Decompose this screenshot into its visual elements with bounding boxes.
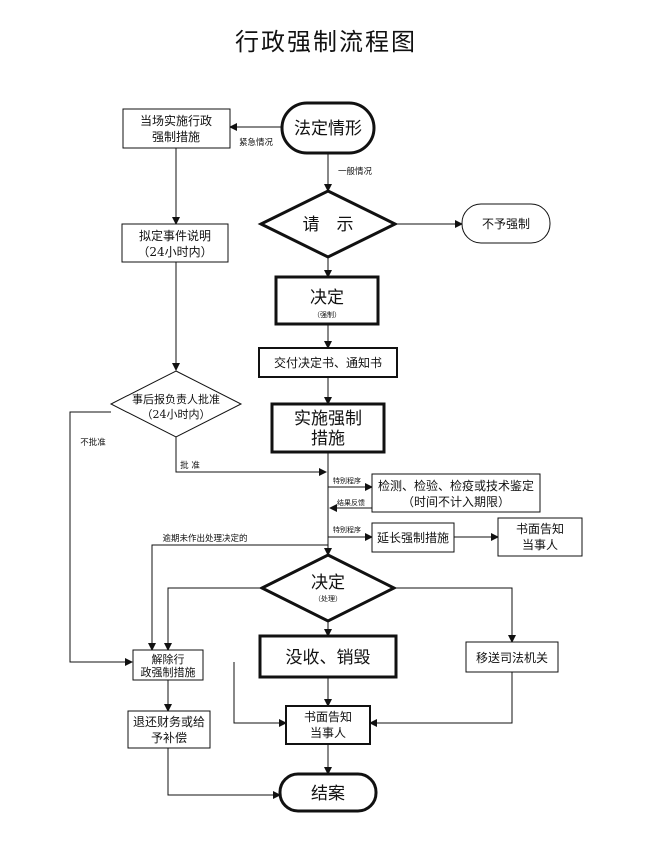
request-label: 请 示 [303, 215, 354, 235]
report-label-line2: （24小时内） [142, 407, 211, 421]
lift-label-line1: 解除行 [152, 652, 185, 666]
confiscate-label: 没收、销毁 [286, 648, 371, 668]
label-overdue: 逾期未作出处理决定的 [162, 533, 247, 544]
label-urgent: 紧急情况 [239, 137, 274, 148]
arrow-decide2-to-lift [164, 587, 262, 651]
onsite-label-line2: 强制措施 [152, 130, 200, 144]
explain-label-line2: （24小时内） [137, 245, 212, 259]
start-node [280, 101, 376, 155]
label-not-approved: 不批准 [80, 437, 106, 448]
inspect-label-line2: （时间不计入期限） [402, 495, 510, 509]
end-node [278, 772, 378, 813]
lift-label-line2: 政强制措施 [141, 665, 196, 679]
label-special-1: 特别程序 [333, 476, 361, 485]
no-enforce-node [461, 203, 551, 244]
notify-party-box [497, 517, 583, 557]
inspect-label-line1: 检测、检验、检疫或技术鉴定 [378, 478, 534, 493]
label-general: 一般情况 [338, 166, 373, 177]
decide-handle-sub: （处理） [314, 594, 342, 603]
notify-party-line1: 书面告知 [516, 522, 564, 536]
refund-label-line2: 予补偿 [151, 730, 187, 745]
decide-enforce-label: 决定 [310, 288, 344, 308]
notify-party-line2: 当事人 [522, 538, 558, 552]
connectors [69, 123, 516, 799]
arrow-decide2-to-transfer [394, 587, 516, 643]
arrow-overdue [148, 544, 328, 651]
request-diamond [257, 189, 399, 259]
notify-final-line2: 当事人 [310, 726, 346, 740]
deliver-box [258, 347, 398, 378]
explain-label-line1: 拟定事件说明 [139, 228, 211, 243]
refund-box [127, 710, 211, 749]
report-diamond [109, 370, 243, 438]
arrow-refund-to-end [167, 748, 281, 799]
decide-handle-diamond [258, 553, 398, 623]
report-label-line1: 事后报负责人批准 [132, 392, 220, 406]
implement-box [270, 402, 386, 454]
decide-enforce-box [274, 275, 380, 326]
deliver-label: 交付决定书、通知书 [274, 355, 382, 370]
extend-box [371, 522, 455, 553]
arrow-transfer-to-notify [369, 672, 513, 727]
inspect-box [371, 473, 541, 513]
label-special-2: 特别程序 [333, 525, 361, 534]
implement-label-line1: 实施强制 [294, 409, 362, 429]
label-result-feedback: 结果反馈 [337, 498, 365, 507]
implement-label-line2: 措施 [311, 429, 345, 449]
decide-handle-label: 决定 [311, 573, 345, 593]
decide-enforce-sub: （强制） [313, 310, 341, 319]
transfer-label: 移送司法机关 [476, 650, 548, 665]
notify-final-box [285, 705, 371, 745]
onsite-measure-box [122, 108, 231, 149]
notify-final-line1: 书面告知 [304, 710, 352, 724]
confiscate-box [258, 634, 398, 679]
start-label: 法定情形 [294, 119, 362, 139]
arrow-not-approved [69, 411, 133, 666]
explain-box [121, 223, 229, 263]
refund-label-line1: 退还财务或给 [133, 714, 205, 729]
page-title: 行政强制流程图 [235, 28, 417, 56]
extend-label: 延长强制措施 [377, 531, 449, 545]
lift-measure-box [132, 649, 204, 681]
end-label: 结案 [311, 784, 345, 804]
onsite-label-line1: 当场实施行政 [140, 113, 212, 128]
arrow-lift-to-notify [233, 662, 287, 727]
transfer-box [465, 641, 559, 673]
arrow-approved [175, 436, 327, 476]
label-approved: 批 准 [180, 460, 200, 471]
no-enforce-label: 不予强制 [482, 217, 530, 231]
